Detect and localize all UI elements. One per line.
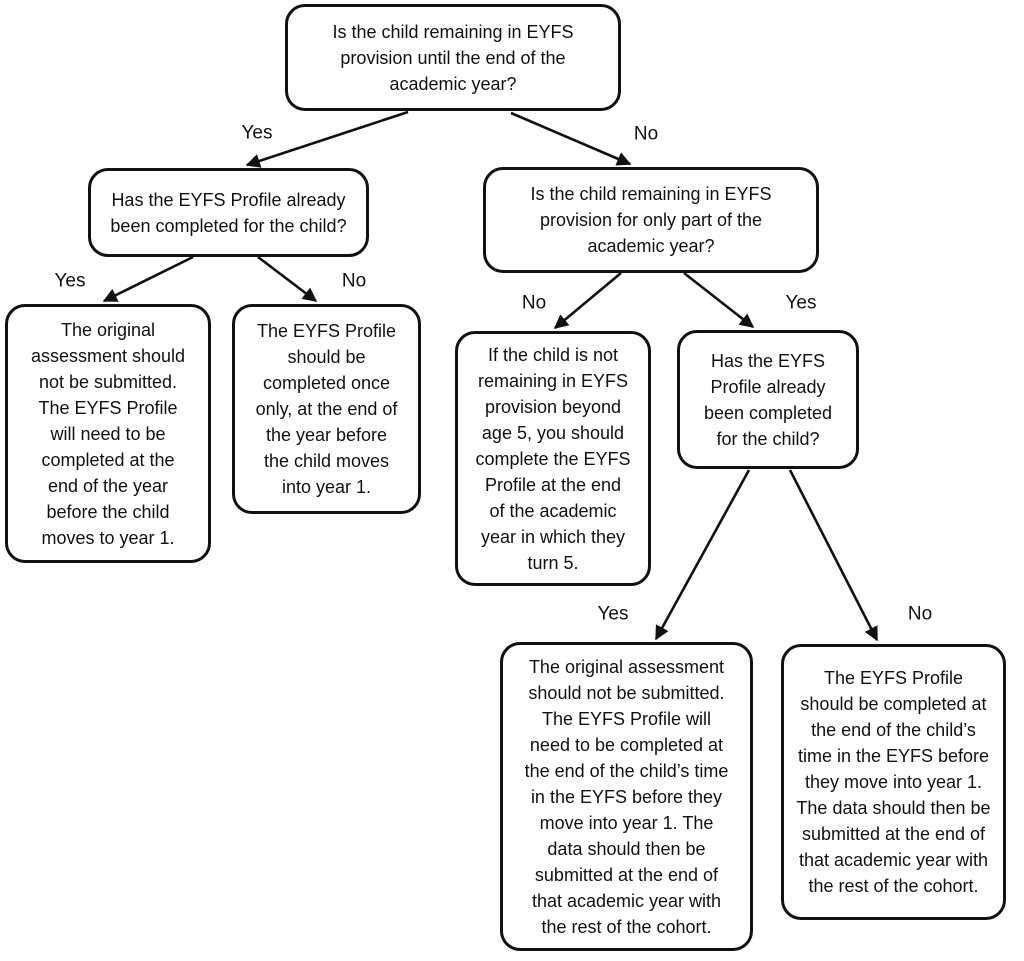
outcome-node-not-beyond-age-5: If the child is not remaining in EYFS pr… [455, 331, 651, 586]
outcome-node-right-yes-text: The original assessment should not be su… [524, 656, 729, 937]
edge-label-part-no: No [519, 292, 549, 314]
decision-node-root-text: Is the child remaining in EYFS provision… [332, 21, 574, 94]
decision-node-root: Is the child remaining in EYFS provision… [285, 4, 621, 111]
decision-node-right-profile-completed-text: Has the EYFS Profile already been comple… [703, 350, 833, 449]
edge-label-root-yes: Yes [239, 122, 275, 144]
arrow-right-question-to-part-no-outcome [553, 272, 622, 329]
outcome-node-left-yes-text: The original assessment should not be su… [30, 319, 186, 548]
edge-label-right-no: No [905, 603, 935, 625]
decision-node-left-profile-completed: Has the EYFS Profile already been comple… [88, 168, 369, 257]
edge-label-part-yes: Yes [783, 292, 819, 314]
decision-node-part-of-year-text: Is the child remaining in EYFS provision… [530, 184, 772, 256]
outcome-node-right-yes: The original assessment should not be su… [500, 642, 753, 951]
edge-label-root-no: No [631, 123, 661, 145]
arrow-question-2-to-yes-outcome [654, 469, 751, 641]
outcome-node-right-no: The EYFS Profile should be completed at … [781, 644, 1006, 920]
decision-node-right-profile-completed: Has the EYFS Profile already been comple… [677, 330, 859, 469]
arrow-root-to-right-question [510, 111, 632, 166]
outcome-node-not-beyond-age-5-text: If the child is not remaining in EYFS pr… [475, 344, 631, 573]
arrow-left-question-to-yes-outcome [102, 255, 194, 303]
arrow-question-2-to-no-outcome [788, 469, 879, 642]
outcome-node-right-no-text: The EYFS Profile should be completed at … [796, 668, 991, 896]
arrow-left-question-to-no-outcome [257, 255, 318, 303]
decision-node-part-of-year: Is the child remaining in EYFS provision… [483, 167, 819, 273]
edge-label-left-no: No [339, 270, 369, 292]
outcome-node-left-no-text: The EYFS Profile should be completed onc… [255, 321, 398, 497]
edge-label-left-yes: Yes [52, 270, 88, 292]
arrow-right-question-to-question-2 [683, 271, 755, 329]
decision-node-left-profile-completed-text: Has the EYFS Profile already been comple… [110, 189, 347, 236]
edge-label-right-yes: Yes [595, 603, 631, 625]
outcome-node-left-no: The EYFS Profile should be completed onc… [232, 304, 421, 514]
outcome-node-left-yes: The original assessment should not be su… [5, 304, 211, 563]
